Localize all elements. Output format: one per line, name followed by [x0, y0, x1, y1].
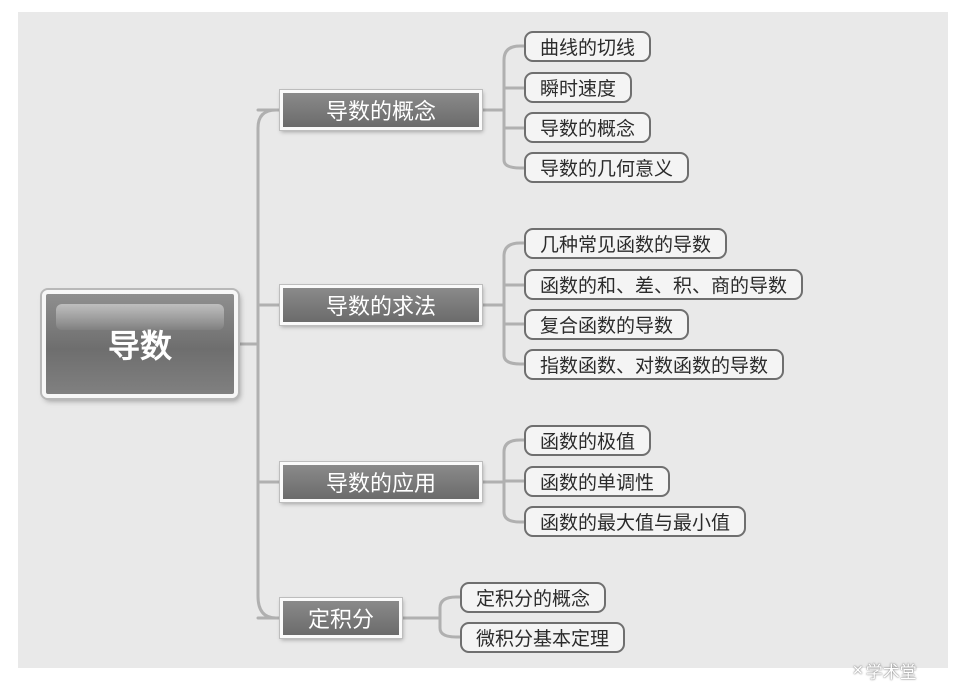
- branch-node-integral: 定积分: [280, 598, 402, 638]
- leaf-node: 导数的几何意义: [524, 152, 690, 183]
- leaf-node: 复合函数的导数: [524, 309, 690, 340]
- leaf-label: 函数的最大值与最小值: [540, 512, 731, 534]
- leaf-label: 曲线的切线: [540, 37, 636, 59]
- leaf-label: 导数的几何意义: [540, 158, 674, 180]
- watermark-text: 学术堂: [865, 663, 917, 683]
- branch-node-concept: 导数的概念: [280, 90, 482, 130]
- branch-label: 导数的应用: [325, 472, 436, 497]
- leaf-label: 函数的和、差、积、商的导数: [540, 275, 788, 297]
- branch-label: 导数的求法: [325, 295, 436, 320]
- leaf-label: 复合函数的导数: [540, 315, 674, 337]
- watermark: ✕ 学术堂: [852, 658, 917, 684]
- branch-label: 定积分: [307, 608, 374, 633]
- fan-connector-3: [480, 438, 526, 524]
- leaf-node: 函数的最大值与最小值: [524, 506, 747, 537]
- leaf-label: 几种常见函数的导数: [540, 234, 712, 256]
- leaf-node: 定积分的概念: [460, 582, 607, 613]
- fan-connector-1: [480, 44, 526, 170]
- academy-logo-icon: ✕: [852, 662, 864, 679]
- leaf-node: 函数的单调性: [524, 466, 671, 497]
- fan-connector-4: [400, 595, 462, 639]
- branch-label: 导数的概念: [325, 100, 436, 125]
- fan-connector-2: [480, 241, 526, 366]
- leaf-label: 指数函数、对数函数的导数: [540, 355, 769, 377]
- root-label: 导数: [107, 327, 172, 365]
- leaf-label: 微积分基本定理: [476, 628, 610, 650]
- leaf-label: 函数的极值: [540, 431, 636, 453]
- leaf-node: 导数的概念: [524, 112, 652, 143]
- branch-node-applications: 导数的应用: [280, 462, 482, 502]
- branch-node-methods: 导数的求法: [280, 285, 482, 325]
- leaf-label: 导数的概念: [540, 118, 636, 140]
- leaf-node: 微积分基本定理: [460, 622, 626, 653]
- leaf-node: 曲线的切线: [524, 31, 652, 62]
- leaf-node: 瞬时速度: [524, 72, 633, 103]
- leaf-node: 指数函数、对数函数的导数: [524, 349, 785, 380]
- leaf-node: 函数的极值: [524, 425, 652, 456]
- root-node: 导数: [42, 290, 238, 398]
- leaf-label: 函数的单调性: [540, 472, 655, 494]
- leaf-node: 几种常见函数的导数: [524, 228, 728, 259]
- leaf-label: 定积分的概念: [476, 588, 591, 610]
- trunk-line: [256, 108, 278, 620]
- leaf-node: 函数的和、差、积、商的导数: [524, 269, 804, 300]
- leaf-label: 瞬时速度: [540, 78, 617, 100]
